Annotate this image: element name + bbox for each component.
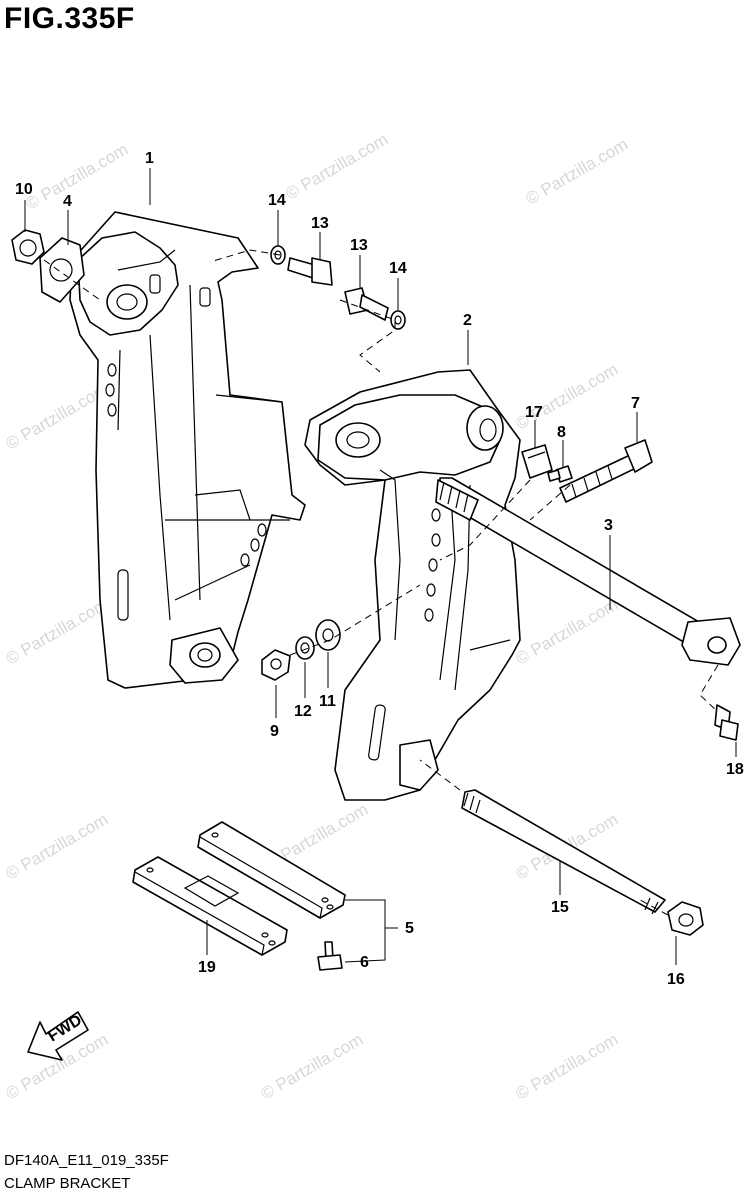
callout-1: 1 xyxy=(145,150,154,167)
tilt-tube xyxy=(435,477,741,666)
callout-9: 9 xyxy=(270,723,279,740)
callout-5: 5 xyxy=(405,920,414,937)
bolt-7 xyxy=(559,439,653,503)
leader-lines xyxy=(24,168,737,965)
clip-17 xyxy=(521,444,553,479)
callout-8: 8 xyxy=(557,424,566,441)
callout-14b: 14 xyxy=(389,260,407,277)
nut-10 xyxy=(11,229,45,265)
watermark: © Partzilla.com xyxy=(3,810,112,884)
callout-labels: 1 2 3 4 5 6 7 8 9 10 11 12 13 13 14 14 1… xyxy=(15,150,744,988)
callout-16: 16 xyxy=(667,971,685,988)
washer-14b xyxy=(390,310,406,330)
bolt-8 xyxy=(547,465,573,483)
washer-12 xyxy=(295,636,315,660)
callout-7: 7 xyxy=(631,395,640,412)
watermark: © Partzilla.com xyxy=(283,130,392,204)
callout-4: 4 xyxy=(63,193,72,210)
figure-caption: CLAMP BRACKET xyxy=(4,1175,131,1192)
watermark: © Partzilla.com xyxy=(258,1030,367,1104)
callout-13a: 13 xyxy=(311,215,329,232)
nut-16 xyxy=(667,901,704,936)
plate-19 xyxy=(132,856,288,956)
watermark: © Partzilla.com xyxy=(513,1030,622,1104)
watermark: © Partzilla.com xyxy=(523,135,632,209)
callout-10: 10 xyxy=(15,181,33,198)
callout-12: 12 xyxy=(294,703,312,720)
bolt-13a xyxy=(287,257,333,286)
watermark: © Partzilla.com xyxy=(513,360,622,434)
callout-14a: 14 xyxy=(268,192,286,209)
callout-2: 2 xyxy=(463,312,472,329)
callout-19: 19 xyxy=(198,959,216,976)
alignment-lines xyxy=(43,249,719,916)
clamp-bracket-right xyxy=(304,369,521,801)
callout-17: 17 xyxy=(525,404,543,421)
watermark: © Partzilla.com xyxy=(3,595,112,669)
figure-code: DF140A_E11_019_335F xyxy=(4,1152,169,1169)
bolt-18 xyxy=(714,704,739,741)
callout-6: 6 xyxy=(360,954,369,971)
washer-11 xyxy=(315,619,341,651)
clamp-bracket-left xyxy=(69,211,306,689)
callout-15: 15 xyxy=(551,899,569,916)
plate-5 xyxy=(197,821,346,919)
gasket-4 xyxy=(39,237,85,303)
callout-13b: 13 xyxy=(350,237,368,254)
nut-9 xyxy=(261,649,291,681)
callout-3: 3 xyxy=(604,517,613,534)
callout-18: 18 xyxy=(726,761,744,778)
figure-title: FIG.335F xyxy=(4,2,135,35)
rod-15 xyxy=(461,789,666,915)
callout-11: 11 xyxy=(319,693,336,710)
watermark: © Partzilla.com xyxy=(513,595,622,669)
bolt-6 xyxy=(317,941,343,971)
watermark: © Partzilla.com xyxy=(23,140,132,214)
watermark: © Partzilla.com xyxy=(3,380,112,454)
